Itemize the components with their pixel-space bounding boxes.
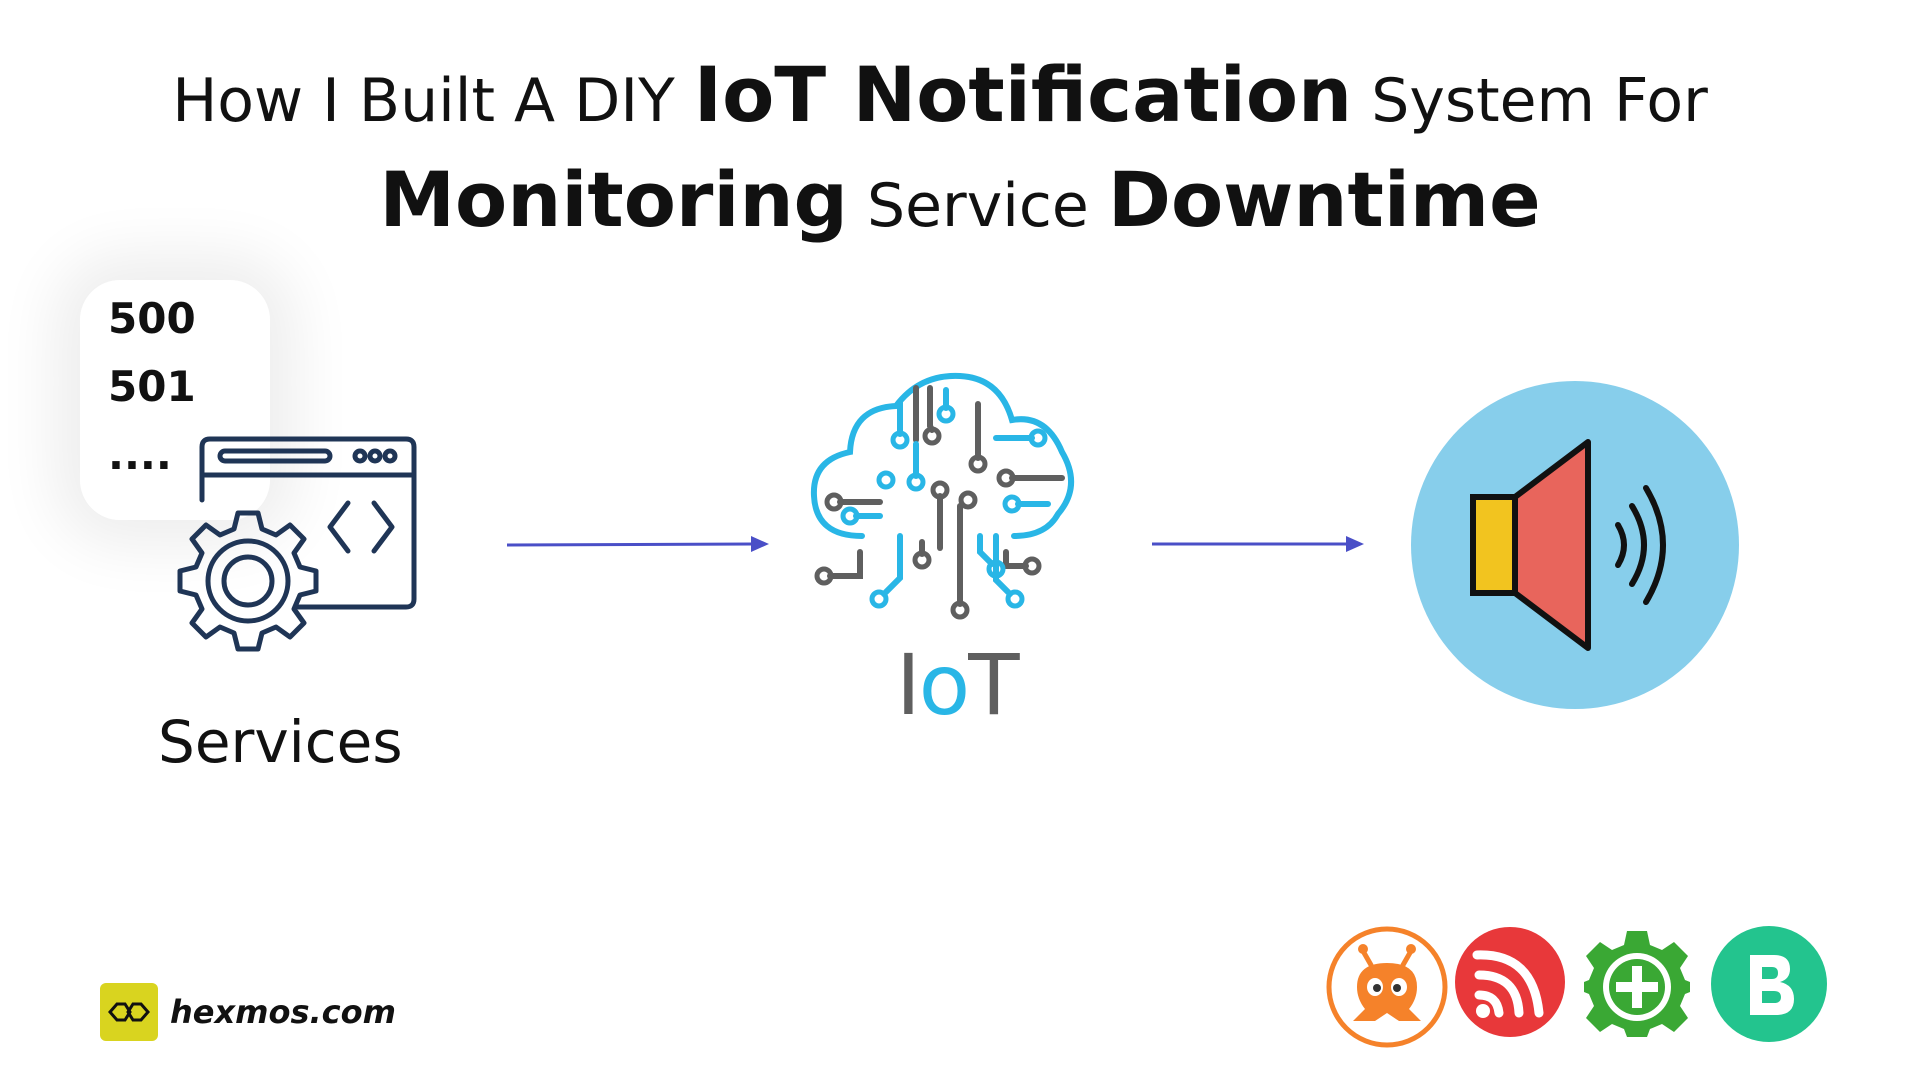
iot-label-i: I <box>896 636 921 734</box>
iot-cloud-circuit-icon <box>810 372 1075 620</box>
brand: hexmos.com <box>100 983 400 1041</box>
status-code: .... <box>108 430 172 479</box>
iot-label-t: T <box>968 636 1019 734</box>
title-line-1: How I Built A DIY IoT Notification Syste… <box>0 40 1920 150</box>
status-code: 500 <box>108 294 196 343</box>
title-segment: How I Built A DIY <box>172 66 694 136</box>
title-segment: Downtime <box>1107 155 1541 244</box>
services-label: Services <box>158 708 403 776</box>
blynk-icon <box>1711 926 1827 1042</box>
brand-text: hexmos.com <box>170 993 396 1031</box>
iot-label-o: o <box>918 636 970 734</box>
hexmos-logo-icon <box>100 983 158 1041</box>
status-code: 501 <box>108 362 196 411</box>
title-segment: System For <box>1352 66 1708 136</box>
page-title: How I Built A DIY IoT Notification Syste… <box>0 40 1920 250</box>
web-service-gear-icon <box>177 436 417 652</box>
speaker-sound-icon <box>1411 381 1739 709</box>
title-segment: Monitoring <box>379 155 848 244</box>
espressif-icon <box>1455 927 1565 1037</box>
title-segment: IoT Notification <box>693 50 1353 139</box>
arduino-library-gear-icon <box>1584 931 1690 1037</box>
platformio-icon <box>1326 926 1448 1048</box>
title-line-2: Monitoring Service Downtime <box>0 150 1920 250</box>
title-segment: Service <box>847 171 1108 241</box>
flow-arrow <box>1152 536 1364 552</box>
status-code-list: 500 501 .... <box>80 280 270 520</box>
iot-label: IoT <box>896 636 1020 734</box>
flow-arrow <box>506 536 769 552</box>
